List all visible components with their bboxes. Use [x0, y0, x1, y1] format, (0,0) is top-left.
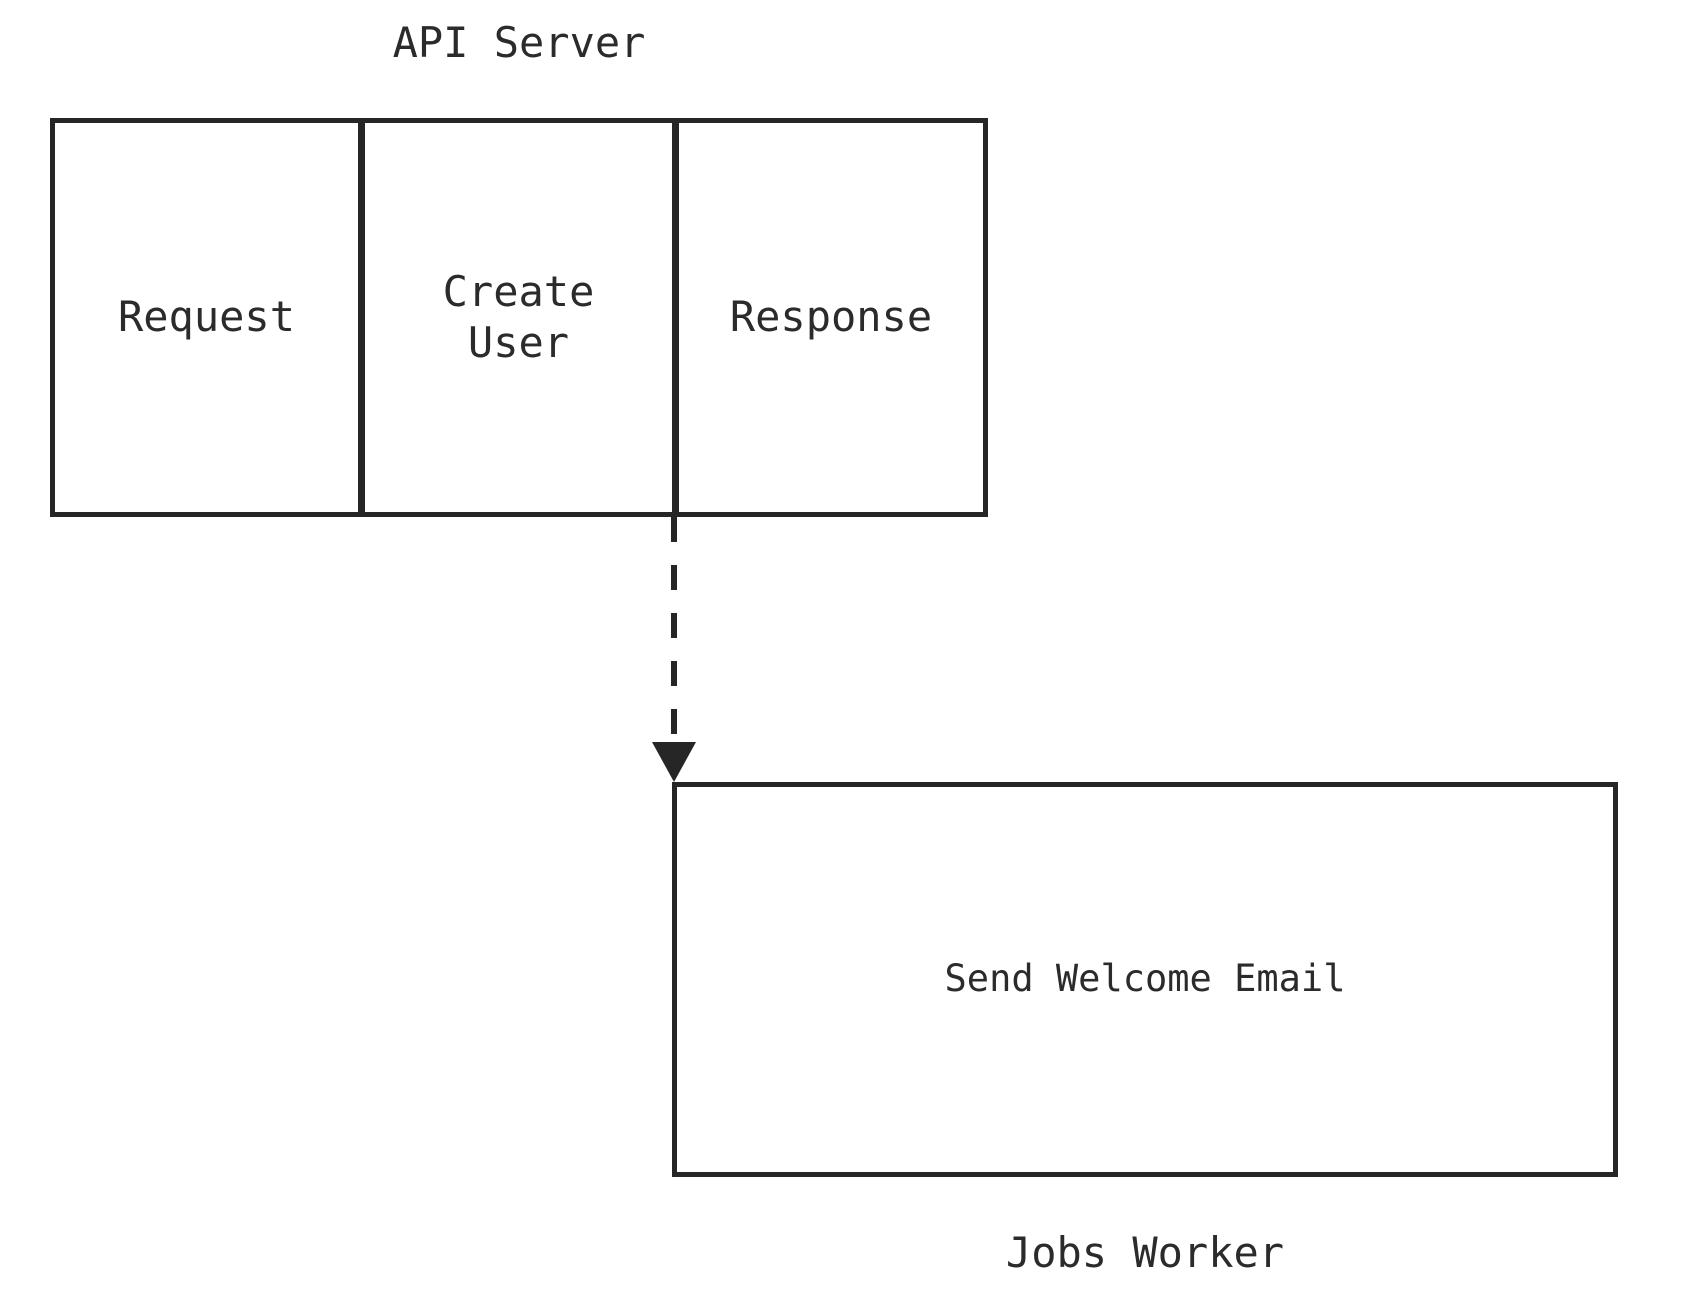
node-create-user: Create User: [365, 123, 672, 512]
api-server-group-label: API Server: [392, 18, 646, 67]
node-send-welcome-email-label: Send Welcome Email: [944, 957, 1346, 1001]
dashed-connector-line: [671, 517, 677, 745]
api-server-node-row: Request Create User Response: [50, 118, 988, 517]
node-request-label: Request: [117, 292, 295, 342]
node-request: Request: [55, 123, 358, 512]
node-response-label: Response: [729, 292, 933, 342]
node-send-welcome-email: Send Welcome Email: [672, 782, 1618, 1177]
jobs-worker-group-label: Jobs Worker: [1005, 1228, 1285, 1277]
node-create-user-label: Create User: [442, 267, 595, 367]
node-divider: [358, 123, 365, 512]
node-divider: [672, 123, 679, 512]
node-response: Response: [679, 123, 983, 512]
arrow-down-icon: [652, 742, 696, 782]
